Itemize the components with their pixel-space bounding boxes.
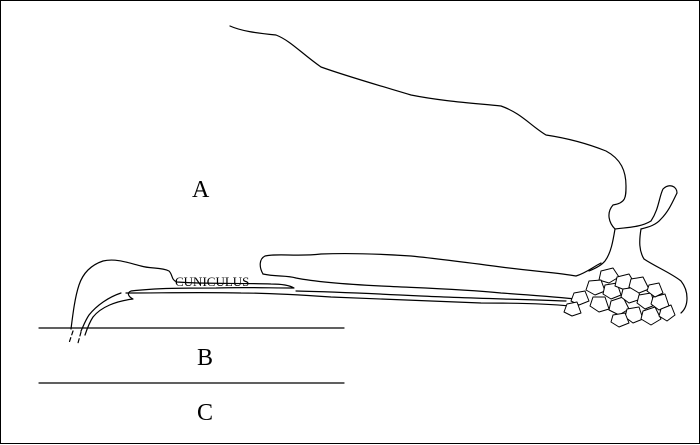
shaft-continuation-2 bbox=[77, 331, 82, 344]
zone-label-a: A bbox=[192, 177, 210, 203]
passage-upper-wall bbox=[259, 253, 602, 277]
passage-lower-wall bbox=[262, 273, 577, 300]
rockfall-pile bbox=[563, 267, 676, 328]
cuniculus-inner bbox=[80, 292, 122, 332]
passage-floor-1 bbox=[125, 291, 570, 307]
cuniculus-label: CUNICULUS bbox=[175, 274, 249, 289]
zone-label-c: C bbox=[197, 400, 213, 426]
cave-outline-right-chamber bbox=[588, 228, 688, 314]
cave-outline-upper bbox=[229, 25, 678, 230]
passage-floor-2 bbox=[295, 290, 567, 302]
zone-label-b: B bbox=[197, 345, 213, 371]
shaft-continuation-1 bbox=[68, 330, 74, 344]
cuniculus-outline bbox=[70, 259, 295, 336]
